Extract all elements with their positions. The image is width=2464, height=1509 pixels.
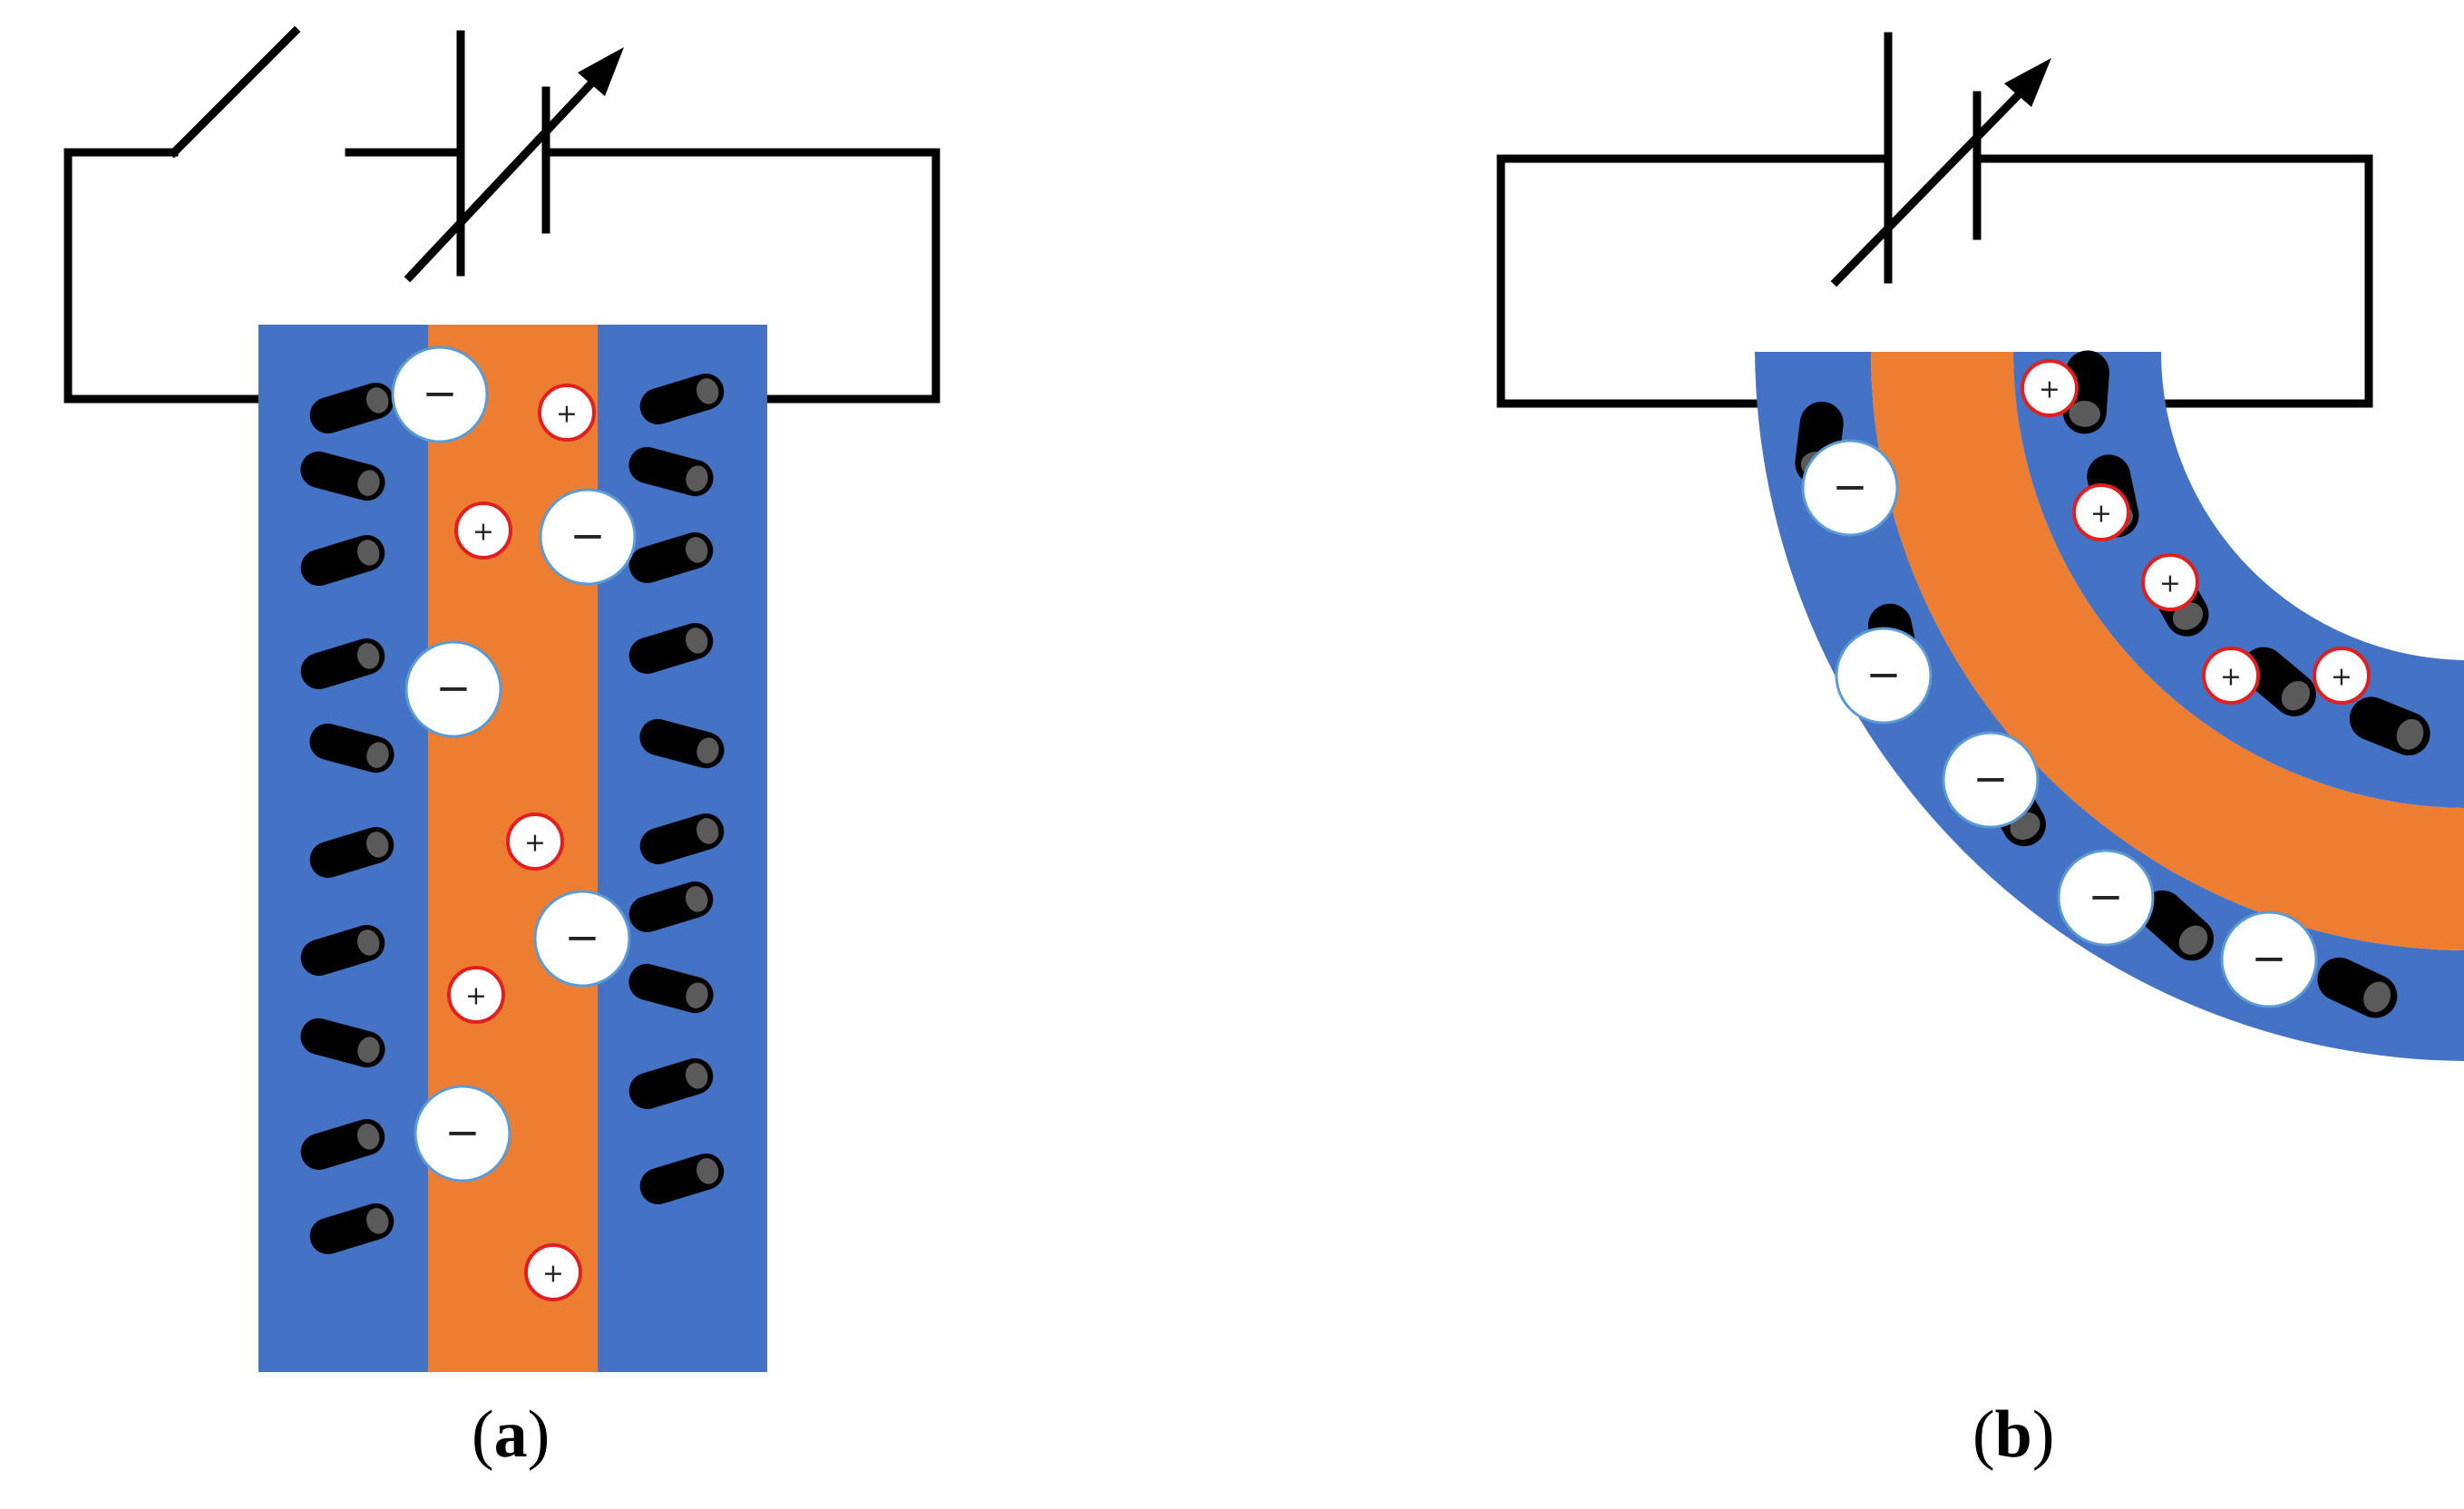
svg-text:−: − (1865, 651, 1901, 700)
nanotubes-right-a (628, 373, 725, 1205)
nanotube (300, 534, 385, 587)
panel-a-flat-supercapacitor: − − − − − + + + + + (63, 25, 940, 1372)
nanotube (300, 1017, 385, 1068)
cation: + (2072, 483, 2130, 541)
cation: + (2313, 647, 2371, 705)
ions-a: − − − − − + + + + + (391, 346, 637, 1301)
svg-text:+: + (472, 517, 494, 547)
wire-b-left (1496, 154, 1893, 408)
nanotube (300, 924, 385, 977)
svg-text:−: − (570, 512, 605, 561)
svg-text:−: − (2251, 935, 2286, 984)
variable-arrow-a (404, 62, 612, 283)
svg-text:+: + (465, 981, 487, 1011)
open-switch-a (168, 25, 301, 159)
svg-text:+: + (2039, 375, 2060, 404)
svg-text:+: + (2220, 662, 2242, 692)
nanotube (639, 373, 725, 425)
svg-text:−: − (435, 665, 471, 714)
wire-a-left (63, 148, 179, 404)
cation: + (2141, 553, 2199, 611)
cation: + (506, 813, 564, 871)
anion: − (414, 1085, 511, 1183)
nanotube (2062, 350, 2109, 434)
nanotube (309, 382, 394, 434)
nanotube (300, 1118, 385, 1171)
anion: − (404, 640, 502, 738)
cation: + (538, 384, 596, 442)
svg-text:−: − (422, 370, 457, 419)
nanotube (2242, 647, 2316, 716)
svg-text:−: − (2088, 873, 2123, 922)
anion: − (539, 488, 637, 586)
cation: + (2021, 359, 2079, 417)
wire-a-right (541, 148, 940, 404)
svg-text:+: + (542, 1259, 564, 1289)
ions-b: − − − − − + + + + + (1801, 359, 2371, 1008)
nanotube (628, 622, 714, 675)
electrolyte-b (1871, 352, 2464, 950)
anion: − (1801, 439, 1899, 537)
nanotube (628, 531, 714, 584)
svg-text:+: + (2331, 662, 2352, 692)
caption-a: (a) (472, 1397, 550, 1472)
circuit-b (1496, 32, 2373, 408)
svg-text:−: − (444, 1109, 480, 1158)
anion: − (2057, 849, 2155, 947)
svg-text:−: − (1832, 463, 1867, 512)
nanotube (639, 813, 725, 865)
cation: + (524, 1243, 582, 1301)
svg-text:−: − (1972, 755, 2008, 804)
nanotube (2349, 696, 2430, 756)
cation: + (447, 966, 505, 1024)
nanotube (2317, 957, 2398, 1018)
anion: − (1942, 731, 2040, 829)
nanotube (628, 963, 714, 1014)
nanotube (300, 638, 385, 690)
circuit-a (63, 25, 940, 404)
variable-arrow-b (1830, 75, 2038, 287)
nanotube (639, 718, 725, 769)
wire-b-right (1972, 154, 2373, 408)
nanotube (2140, 890, 2215, 961)
nanotube (309, 1202, 394, 1255)
svg-text:+: + (2090, 499, 2112, 529)
nanotube (309, 826, 394, 879)
nanotube (628, 446, 714, 497)
variable-arrowhead-a (578, 47, 624, 96)
anion: − (391, 346, 489, 443)
anion: − (533, 890, 631, 988)
nanotube (309, 723, 394, 774)
nanotube (628, 1057, 714, 1110)
variable-arrowhead-b (2004, 58, 2051, 107)
panel-b-curved-supercapacitor: − − − − − + + + + + (1496, 32, 2464, 1061)
svg-text:−: − (564, 914, 599, 963)
cation: + (454, 501, 512, 560)
anion: − (2220, 910, 2318, 1008)
svg-text:+: + (524, 828, 546, 858)
cation: + (2202, 647, 2260, 705)
svg-text:+: + (556, 399, 578, 429)
nanotube (300, 451, 385, 501)
anion: − (1835, 627, 1933, 725)
caption-b: (b) (1972, 1397, 2055, 1472)
nanotube (628, 881, 714, 933)
nanotubes-left-a (300, 382, 394, 1255)
nanotube (639, 1153, 725, 1205)
svg-text:+: + (2159, 569, 2181, 599)
